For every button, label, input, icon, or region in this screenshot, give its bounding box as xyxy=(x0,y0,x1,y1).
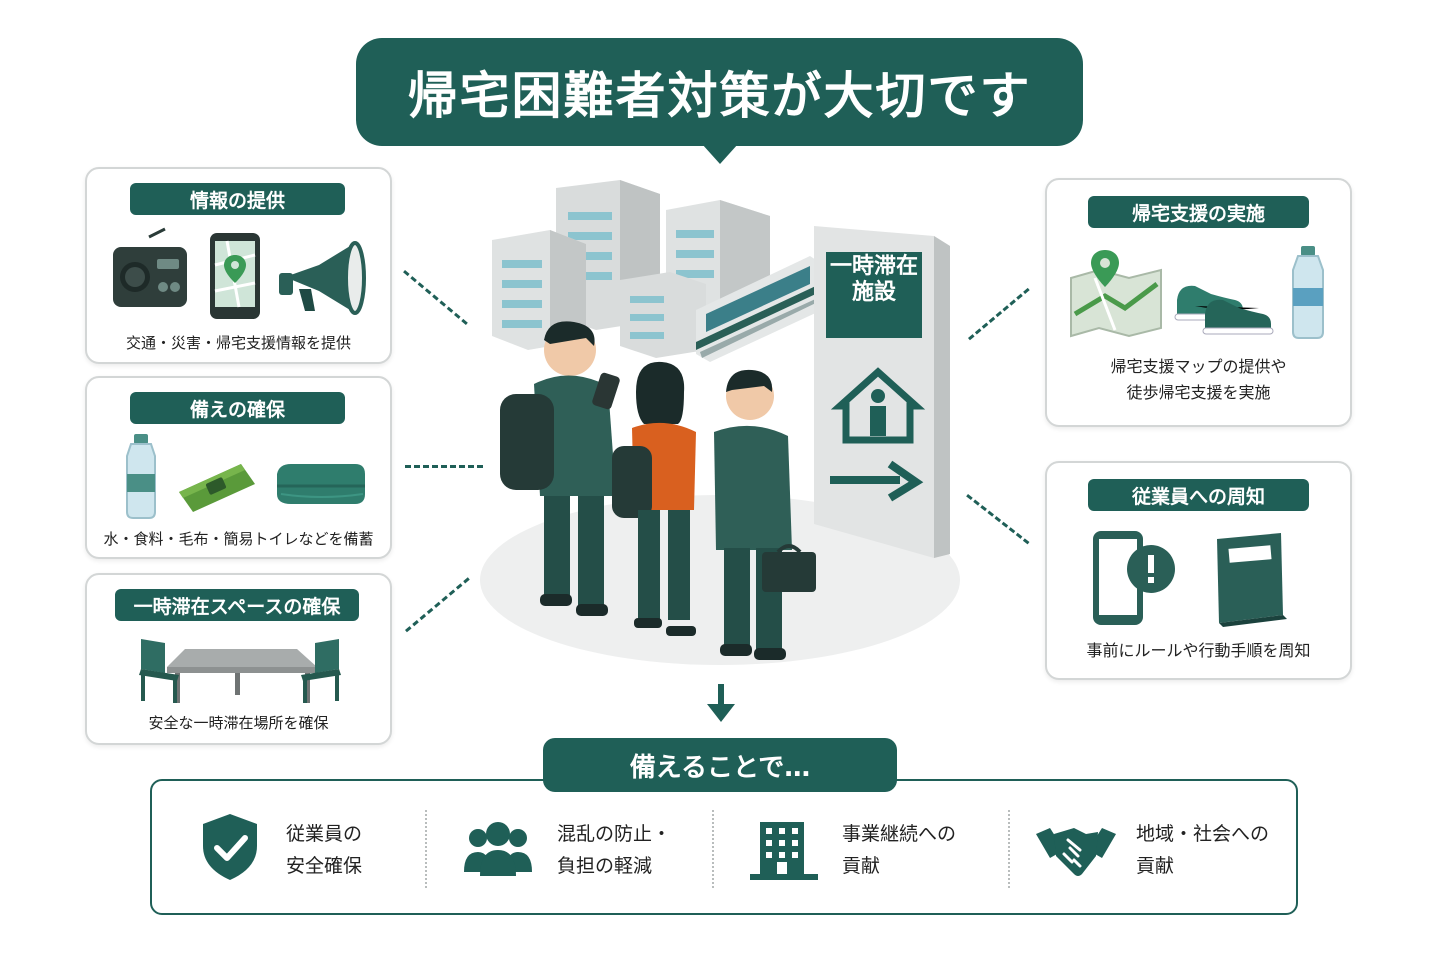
card-heading-label: 備えの確保 xyxy=(189,398,285,421)
handshake-icon xyxy=(1036,828,1116,876)
benefit-line: 安全確保 xyxy=(286,855,363,877)
commuters-group-icon xyxy=(500,321,816,660)
title-banner-tail xyxy=(702,144,738,164)
benefit-line: 地域・社会への xyxy=(1136,823,1270,845)
benefit-line: 貢献 xyxy=(1136,855,1175,877)
megaphone-icon xyxy=(279,241,366,315)
card-heading: 従業員への周知 xyxy=(1088,479,1309,511)
radio-icon xyxy=(113,227,187,307)
card-caption: 事前にルールや行動手順を周知 xyxy=(1047,638,1350,664)
shelter-sign-icon xyxy=(814,226,950,558)
card-preparation: 備えの確保 水・食料・毛布・簡易トイレなどを備蓄 xyxy=(85,376,392,559)
shelter-sign-label: 一時滞在 施設 xyxy=(826,254,922,306)
water-bottle-icon xyxy=(126,434,156,519)
card-heading-label: 情報の提供 xyxy=(189,189,285,212)
shelter-sign-line: 施設 xyxy=(851,280,896,305)
benefits-heading: 備えることで… xyxy=(543,738,897,792)
shield-check-icon xyxy=(203,814,257,880)
card-employee-notice-icons xyxy=(1093,531,1287,627)
benefits-heading-label: 備えることで… xyxy=(629,752,811,783)
manual-book-icon xyxy=(1217,533,1287,627)
office-building-icon xyxy=(750,822,818,880)
card-caption: 帰宅支援マップの提供や 徒歩帰宅支援を実施 xyxy=(1047,354,1350,406)
card-heading: 備えの確保 xyxy=(130,392,345,424)
benefit-line: 負担の軽減 xyxy=(557,855,653,877)
divider xyxy=(1008,810,1010,888)
page-title: 帰宅困難者対策が大切です xyxy=(407,67,1032,125)
down-arrow-icon xyxy=(707,684,735,722)
card-preparation-icons xyxy=(126,434,365,519)
central-illustration xyxy=(480,180,960,665)
card-caption: 交通・災害・帰宅支援情報を提供 xyxy=(125,334,351,352)
phone-alert-icon xyxy=(1093,531,1175,625)
card-heading: 情報の提供 xyxy=(130,183,345,215)
card-information-icons xyxy=(113,227,366,319)
benefit-item-safety: 従業員の 安全確保 xyxy=(286,818,362,882)
benefit-item-continuity: 事業継続への 貢献 xyxy=(842,818,956,882)
card-temporary-space: 一時滞在スペースの確保 安全な一時滞在場所を確保 xyxy=(85,573,392,745)
benefit-item-confusion: 混乱の防止・ 負担の軽減 xyxy=(557,818,671,882)
water-bottle-icon xyxy=(1292,246,1324,339)
card-heading: 帰宅支援の実施 xyxy=(1088,196,1309,228)
card-heading-label: 帰宅支援の実施 xyxy=(1131,202,1265,225)
divider xyxy=(712,810,714,888)
map-icon xyxy=(1070,250,1162,338)
card-caption-line: 事前にルールや行動手順を周知 xyxy=(1086,641,1311,660)
card-caption-line: 帰宅支援マップの提供や xyxy=(1110,357,1287,376)
benefit-line: 事業継続への xyxy=(842,823,957,845)
table-chairs-icon xyxy=(139,639,341,703)
benefit-line: 混乱の防止・ xyxy=(557,823,672,845)
title-banner: 帰宅困難者対策が大切です xyxy=(356,38,1083,146)
benefit-line: 従業員の xyxy=(286,823,363,845)
connector-line xyxy=(968,287,1030,341)
train-icon xyxy=(696,256,822,362)
city-buildings-icon xyxy=(492,180,770,358)
benefit-line: 貢献 xyxy=(842,855,881,877)
blanket-icon xyxy=(277,464,365,504)
card-employee-notice: 従業員への周知 事前にルールや行動手順を周知 xyxy=(1045,461,1352,680)
card-heading-label: 従業員への周知 xyxy=(1131,485,1265,508)
card-caption-line: 徒歩帰宅支援を実施 xyxy=(1126,383,1271,402)
card-heading: 一時滞在スペースの確保 xyxy=(115,589,359,621)
connector-line xyxy=(405,577,470,633)
card-caption: 安全な一時滞在場所を確保 xyxy=(148,714,329,732)
card-heading-label: 一時滞在スペースの確保 xyxy=(133,595,341,618)
sneakers-icon xyxy=(1174,285,1274,335)
card-information: 情報の提供 交通・災害・帰宅支援情報を提供 xyxy=(85,167,392,364)
smartphone-map-icon xyxy=(210,233,260,319)
shelter-sign-line: 一時滞在 xyxy=(829,254,918,279)
connector-line xyxy=(966,494,1030,545)
connector-line xyxy=(403,270,468,326)
card-home-support: 帰宅支援の実施 帰宅支援マップの提供や 徒歩帰宅支援を実施 xyxy=(1045,178,1352,427)
card-home-support-icons xyxy=(1070,246,1324,339)
connector-line xyxy=(405,465,483,468)
card-caption: 水・食料・毛布・簡易トイレなどを備蓄 xyxy=(103,530,374,548)
food-ration-icon xyxy=(179,464,255,512)
benefit-item-community: 地域・社会への 貢献 xyxy=(1136,818,1269,882)
divider xyxy=(425,810,427,888)
people-group-icon xyxy=(464,822,532,876)
